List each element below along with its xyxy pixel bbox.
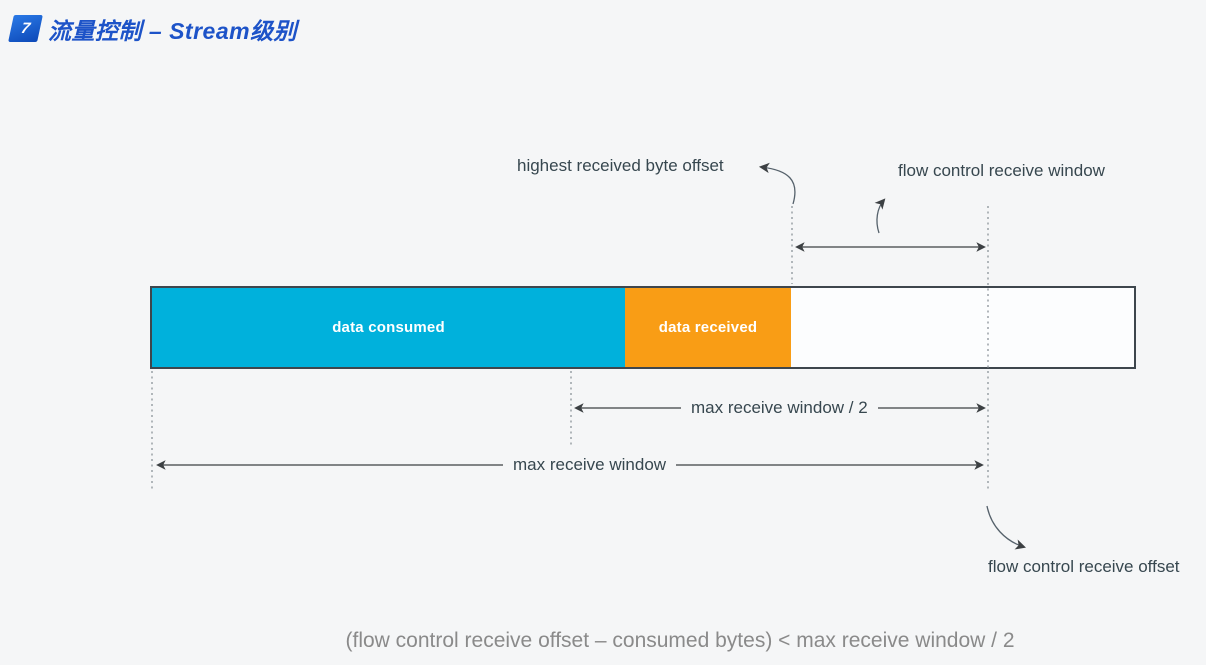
- segment-data-consumed-label: data consumed: [332, 319, 445, 336]
- label-highest-received-byte-offset: highest received byte offset: [517, 156, 724, 175]
- pointer-flow-control-receive-window: [874, 198, 886, 234]
- stream-buffer-bar: data consumed data received: [150, 286, 1136, 369]
- segment-data-received-label: data received: [658, 319, 758, 336]
- page-title: 流量控制 – Stream级别: [48, 18, 298, 44]
- slide-number: 7: [19, 20, 32, 37]
- segment-free-space: [791, 288, 1134, 367]
- pointer-highest-received-byte-offset: [758, 162, 796, 205]
- label-max-receive-window: max receive window: [503, 455, 677, 475]
- formula: (flow control receive offset – consumed …: [345, 629, 1015, 652]
- slide-number-badge: 7: [8, 15, 43, 42]
- label-max-receive-window-half: max receive window / 2: [681, 398, 878, 418]
- label-flow-control-receive-offset: flow control receive offset: [988, 557, 1180, 576]
- pointer-flow-control-receive-offset: [986, 505, 1026, 550]
- segment-data-consumed: data consumed: [152, 288, 625, 367]
- label-flow-control-receive-window: flow control receive window: [898, 161, 1105, 180]
- segment-data-received: data received: [625, 288, 791, 367]
